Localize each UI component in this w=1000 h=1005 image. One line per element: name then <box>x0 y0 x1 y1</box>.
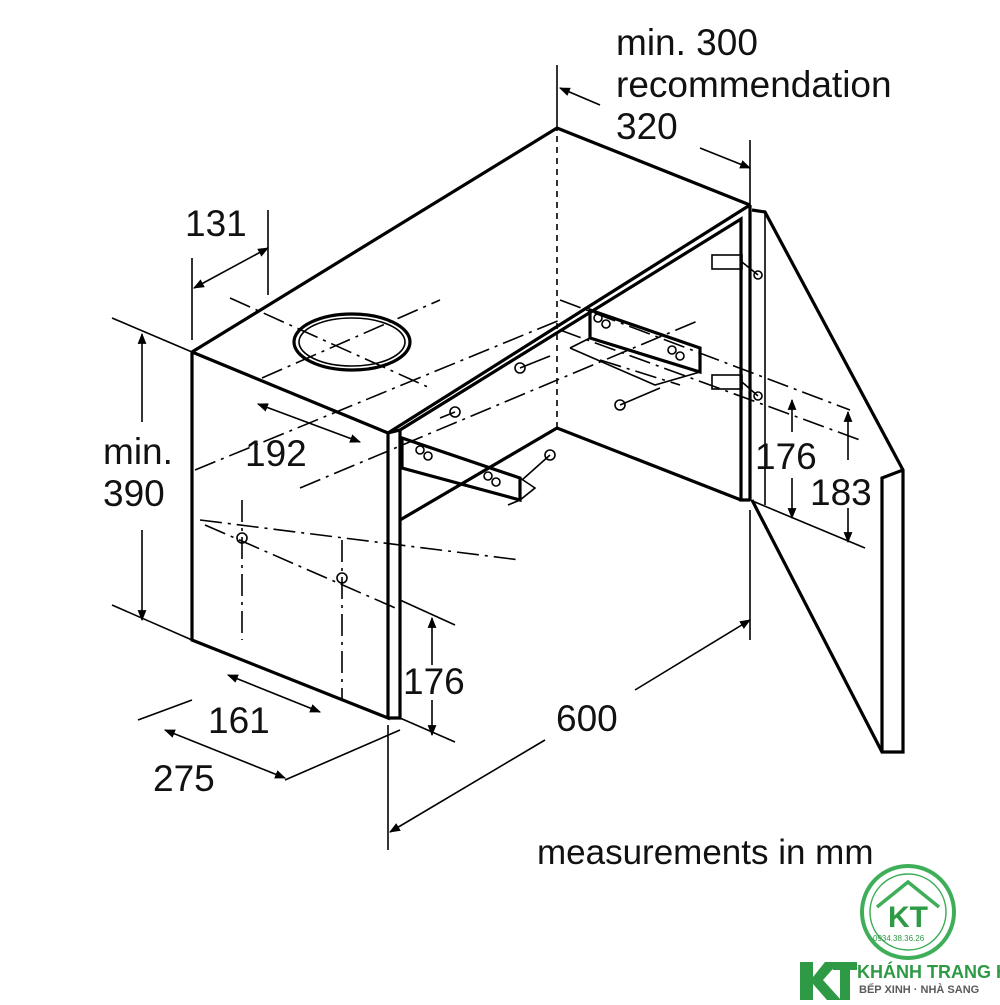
label-width-600: 600 <box>556 698 618 739</box>
label-height-390: 390 <box>103 473 165 514</box>
duct-opening <box>292 312 412 372</box>
label-height-min: min. <box>103 431 173 472</box>
construction-lines <box>194 297 861 700</box>
label-depth-131: 131 <box>185 203 247 244</box>
label-front-176: 176 <box>403 661 465 702</box>
side-screw-hole <box>236 532 248 544</box>
logo-brand: KHÁNH TRANG HOME <box>857 962 1000 982</box>
label-top-recommendation: recommendation <box>616 64 892 105</box>
dimension-lines <box>111 65 866 850</box>
brand-logo-mark: KT <box>800 864 956 1000</box>
mounting-bracket-left <box>400 406 556 506</box>
label-front-161: 161 <box>208 700 270 741</box>
label-door-176: 176 <box>755 436 817 477</box>
label-depth-275: 275 <box>153 758 215 799</box>
cabinet-outline <box>190 126 752 721</box>
label-top-value: 320 <box>616 106 678 147</box>
brand-logo: KT 0934.38.36.26 KHÁNH TRANG HOME BẾP XI… <box>795 862 1000 1000</box>
label-width-192: 192 <box>245 433 307 474</box>
cabinet-door <box>711 208 905 754</box>
side-screw-hole <box>336 572 348 584</box>
logo-tagline: BẾP XINH · NHÀ SANG <box>859 984 980 996</box>
label-top-min: min. 300 <box>616 22 758 63</box>
label-door-183: 183 <box>810 472 872 513</box>
units-note: measurements in mm <box>537 833 874 872</box>
mounting-bracket-right <box>514 307 702 411</box>
logo-monogram: KT <box>888 901 928 934</box>
logo-phone: 0934.38.36.26 <box>873 934 925 943</box>
